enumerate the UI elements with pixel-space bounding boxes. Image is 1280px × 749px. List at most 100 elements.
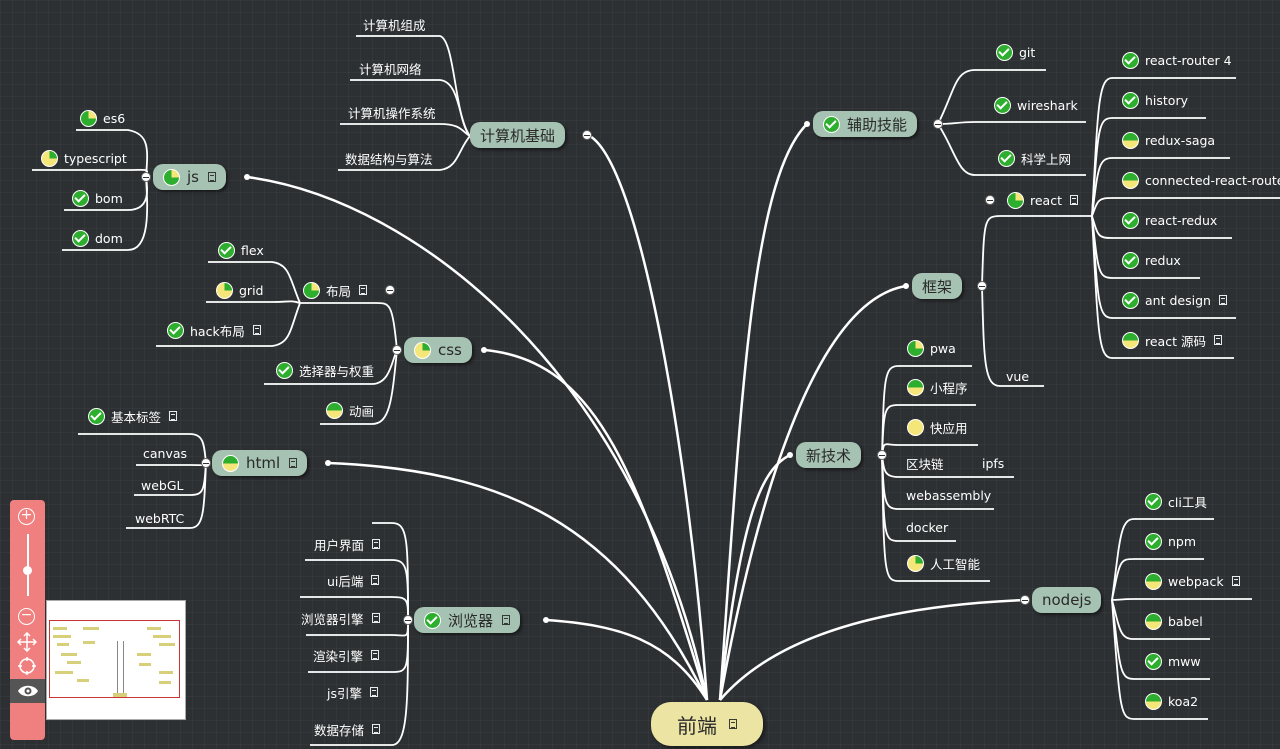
- branch-computer-basics[interactable]: 计算机基础: [470, 122, 566, 148]
- zoom-slider-track[interactable]: [27, 534, 29, 596]
- topic-node[interactable]: typescript: [41, 148, 127, 168]
- topic-node[interactable]: 快应用: [907, 417, 968, 437]
- topic-node[interactable]: wireshark: [994, 95, 1078, 115]
- topic-node[interactable]: grid: [216, 280, 263, 300]
- collapse-toggle[interactable]: [877, 450, 887, 460]
- topic-node[interactable]: 渲染引擎: [313, 645, 380, 665]
- branch-css[interactable]: css: [404, 337, 472, 363]
- topic-node[interactable]: ant design: [1122, 290, 1227, 310]
- topic-node[interactable]: 选择器与权重: [276, 360, 374, 380]
- topic-node[interactable]: 计算机操作系统: [348, 102, 436, 122]
- topic-node[interactable]: 科学上网: [998, 148, 1071, 168]
- topic-node[interactable]: npm: [1145, 531, 1196, 551]
- topic-node[interactable]: es6: [80, 108, 125, 128]
- minimap-viewport[interactable]: [49, 620, 180, 698]
- crosshair-icon[interactable]: [17, 656, 37, 676]
- collapse-toggle[interactable]: [141, 172, 151, 182]
- note-icon[interactable]: [1213, 335, 1222, 345]
- topic-node[interactable]: 计算机网络: [359, 58, 422, 78]
- branch-aux-skills[interactable]: 辅助技能: [813, 111, 918, 137]
- note-icon[interactable]: [370, 687, 378, 697]
- topic-label: flex: [241, 242, 264, 258]
- note-icon[interactable]: [359, 285, 368, 295]
- topic-node[interactable]: 用户界面: [314, 534, 381, 554]
- topic-node[interactable]: webassembly: [906, 485, 991, 505]
- topic-node[interactable]: connected-react-router: [1122, 170, 1280, 190]
- collapse-toggle[interactable]: [977, 281, 987, 291]
- topic-node[interactable]: webpack: [1145, 571, 1240, 591]
- note-icon[interactable]: [371, 650, 380, 660]
- topic-node[interactable]: hack布局: [167, 320, 261, 340]
- topic-node[interactable]: 数据存储: [314, 719, 381, 739]
- topic-node[interactable]: 动画: [326, 400, 374, 420]
- topic-node[interactable]: 小程序: [907, 377, 968, 397]
- note-icon[interactable]: [1070, 195, 1078, 205]
- topic-node[interactable]: 人工智能: [907, 553, 980, 573]
- note-icon[interactable]: [502, 615, 511, 625]
- collapse-toggle[interactable]: [385, 285, 395, 295]
- minimap[interactable]: [46, 600, 186, 720]
- topic-node[interactable]: bom: [72, 188, 123, 208]
- zoom-out-button[interactable]: −: [18, 608, 35, 625]
- note-icon[interactable]: [371, 575, 380, 585]
- topic-node[interactable]: js引擎: [327, 682, 378, 702]
- topic-node[interactable]: cli工具: [1145, 491, 1207, 511]
- move-icon[interactable]: [17, 632, 37, 652]
- topic-node[interactable]: 数据结构与算法: [345, 148, 433, 168]
- preview-toggle[interactable]: [10, 679, 45, 703]
- topic-node[interactable]: vue: [1006, 366, 1029, 386]
- collapse-toggle[interactable]: [201, 458, 211, 468]
- topic-node[interactable]: 基本标签: [88, 406, 178, 426]
- note-icon[interactable]: [207, 172, 216, 182]
- branch-js[interactable]: js: [153, 164, 226, 190]
- zoom-in-button[interactable]: +: [18, 508, 35, 525]
- note-icon[interactable]: [372, 724, 381, 734]
- topic-node[interactable]: canvas: [143, 443, 187, 463]
- topic-node[interactable]: pwa: [907, 338, 956, 358]
- note-icon[interactable]: [372, 539, 381, 549]
- topic-node[interactable]: 计算机组成: [363, 14, 426, 34]
- collapse-toggle[interactable]: [985, 195, 995, 205]
- topic-node[interactable]: react-redux: [1122, 210, 1217, 230]
- topic-node[interactable]: babel: [1145, 611, 1203, 631]
- topic-node[interactable]: ipfs: [982, 453, 1004, 473]
- note-icon[interactable]: [1218, 295, 1227, 305]
- topic-label: git: [1019, 44, 1036, 60]
- collapse-toggle[interactable]: [1020, 595, 1030, 605]
- topic-node[interactable]: webGL: [141, 475, 184, 495]
- topic-node[interactable]: 浏览器引擎: [301, 608, 380, 628]
- note-icon[interactable]: [1231, 576, 1240, 586]
- topic-node[interactable]: 布局: [303, 280, 368, 300]
- topic-node[interactable]: ui后端: [327, 570, 380, 590]
- topic-node[interactable]: mww: [1145, 651, 1201, 671]
- branch-new-tech[interactable]: 新技术: [796, 442, 862, 468]
- root-node[interactable]: 前端: [651, 702, 763, 746]
- topic-node[interactable]: react 源码: [1122, 330, 1222, 350]
- topic-node[interactable]: react: [1007, 190, 1078, 210]
- note-icon[interactable]: [729, 719, 737, 729]
- branch-nodejs[interactable]: nodejs: [1032, 587, 1102, 613]
- collapse-toggle[interactable]: [582, 130, 592, 140]
- topic-node[interactable]: webRTC: [135, 508, 184, 528]
- topic-node[interactable]: 区块链: [906, 453, 944, 473]
- topic-node[interactable]: history: [1122, 90, 1188, 110]
- note-icon[interactable]: [371, 613, 380, 623]
- collapse-toggle[interactable]: [392, 345, 402, 355]
- collapse-toggle[interactable]: [933, 119, 943, 129]
- branch-frameworks[interactable]: 框架: [912, 273, 963, 299]
- topic-node[interactable]: redux-saga: [1122, 130, 1215, 150]
- collapse-toggle[interactable]: [403, 615, 413, 625]
- note-icon[interactable]: [169, 411, 178, 421]
- topic-node[interactable]: redux: [1122, 250, 1181, 270]
- topic-node[interactable]: koa2: [1145, 691, 1198, 711]
- branch-browser[interactable]: 浏览器: [414, 607, 521, 633]
- note-icon[interactable]: [289, 458, 298, 468]
- branch-html[interactable]: html: [212, 450, 308, 476]
- topic-node[interactable]: dom: [72, 228, 123, 248]
- topic-node[interactable]: flex: [218, 240, 264, 260]
- topic-node[interactable]: docker: [906, 517, 948, 537]
- topic-node[interactable]: git: [996, 42, 1035, 62]
- zoom-slider-knob[interactable]: [23, 566, 32, 575]
- note-icon[interactable]: [252, 325, 261, 335]
- topic-node[interactable]: react-router 4: [1122, 50, 1232, 70]
